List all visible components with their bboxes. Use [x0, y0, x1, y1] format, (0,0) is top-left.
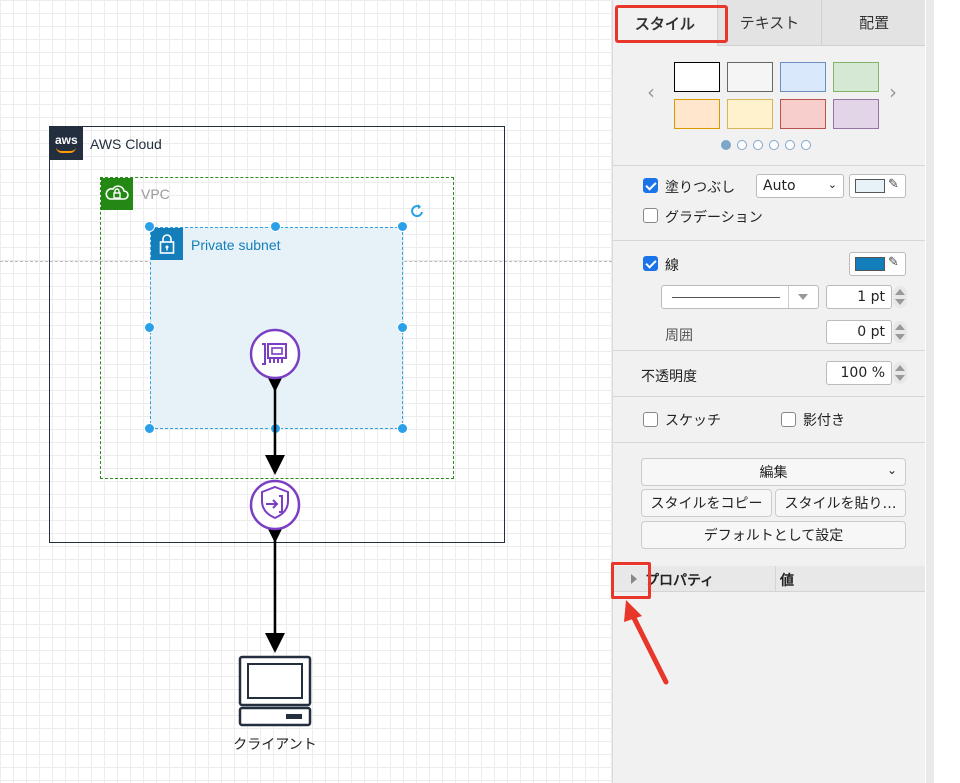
- lock-icon: [151, 228, 183, 260]
- style-actions-section: 編集 ⌄ スタイルをコピー スタイルを貼り… デフォルトとして設定: [613, 443, 926, 563]
- line-width-stepper[interactable]: [893, 285, 907, 309]
- style-swatches: ‹ ›: [613, 46, 926, 166]
- line-pattern-select[interactable]: [661, 285, 819, 309]
- perimeter-label: 周囲: [665, 328, 693, 344]
- properties-highlight-box: [611, 562, 651, 599]
- chevron-down-icon: ⌄: [827, 178, 837, 191]
- client-computer-icon[interactable]: [238, 655, 312, 727]
- format-panel: スタイル テキスト 配置 ‹ › 塗りつぶし Auto ⌄: [612, 0, 927, 783]
- network-interface-icon[interactable]: [249, 328, 301, 380]
- properties-table-header[interactable]: プロパティ 値: [613, 566, 926, 592]
- opacity-section: 不透明度 100 %: [613, 351, 926, 397]
- line-section: 線 ✎ 1 pt 周囲 0 pt: [613, 241, 926, 351]
- resize-handle-nw[interactable]: [144, 221, 155, 232]
- aws-logo-icon: aws: [50, 127, 83, 160]
- shadow-checkbox[interactable]: [781, 412, 796, 427]
- paste-style-button[interactable]: スタイルを貼り…: [775, 489, 906, 517]
- diagram-canvas[interactable]: aws AWS Cloud VPC Private subnet: [0, 0, 612, 783]
- fill-mode-value: Auto: [763, 178, 796, 194]
- eyedropper-icon: ✎: [888, 255, 899, 270]
- style-swatch[interactable]: [780, 99, 826, 129]
- rotate-handle-icon[interactable]: [409, 203, 426, 220]
- red-pointer-arrow-icon: [624, 600, 669, 685]
- style-swatch[interactable]: [833, 99, 879, 129]
- vpc-group[interactable]: VPC: [100, 177, 454, 479]
- page-dot[interactable]: [769, 140, 779, 150]
- chevron-left-icon[interactable]: ‹: [647, 80, 655, 104]
- line-label: 線: [665, 258, 679, 274]
- vpc-label: VPC: [141, 186, 170, 202]
- format-tabs: スタイル テキスト 配置: [613, 0, 927, 46]
- resize-handle-se[interactable]: [397, 423, 408, 434]
- swatch-page-dots: [721, 140, 811, 150]
- style-swatch[interactable]: [674, 99, 720, 129]
- client-label: クライアント: [233, 737, 317, 753]
- tab-arrange[interactable]: 配置: [821, 0, 927, 46]
- aws-logo-text: aws: [55, 133, 78, 147]
- copy-style-button[interactable]: スタイルをコピー: [641, 489, 772, 517]
- gradient-label: グラデーション: [665, 210, 763, 226]
- effects-section: スケッチ 影付き: [613, 397, 926, 443]
- page-dot[interactable]: [801, 140, 811, 150]
- resize-handle-sw[interactable]: [144, 423, 155, 434]
- fill-mode-select[interactable]: Auto ⌄: [756, 174, 844, 198]
- value-column-header: 値: [775, 566, 926, 592]
- perimeter-input[interactable]: 0 pt: [826, 320, 892, 344]
- line-color-button[interactable]: ✎: [849, 252, 906, 276]
- property-column-header: プロパティ: [645, 573, 715, 589]
- edit-style-label: 編集: [759, 465, 788, 481]
- chevron-right-icon[interactable]: ›: [889, 80, 897, 104]
- aws-cloud-label: AWS Cloud: [90, 136, 162, 152]
- edit-style-button[interactable]: 編集 ⌄: [641, 458, 906, 486]
- fill-checkbox[interactable]: [643, 178, 658, 193]
- expand-arrow-icon[interactable]: [631, 574, 637, 584]
- vpc-endpoint-shield-icon[interactable]: [249, 479, 301, 531]
- style-tab-highlight-box: [615, 5, 728, 43]
- style-swatch[interactable]: [674, 62, 720, 92]
- gradient-checkbox[interactable]: [643, 208, 658, 223]
- page-dot[interactable]: [785, 140, 795, 150]
- set-as-default-button[interactable]: デフォルトとして設定: [641, 521, 906, 549]
- resize-handle-w[interactable]: [144, 322, 155, 333]
- eyedropper-icon: ✎: [888, 177, 899, 192]
- style-swatch[interactable]: [833, 62, 879, 92]
- perimeter-stepper[interactable]: [893, 320, 907, 344]
- private-subnet-label: Private subnet: [191, 237, 281, 253]
- fill-color-button[interactable]: ✎: [849, 174, 906, 198]
- vpc-cloud-lock-icon: [101, 178, 133, 210]
- panel-scrollbar[interactable]: [925, 0, 960, 783]
- shadow-label: 影付き: [803, 413, 845, 429]
- sketch-label: スケッチ: [665, 413, 721, 429]
- resize-handle-e[interactable]: [397, 322, 408, 333]
- chevron-down-icon: ⌄: [886, 463, 897, 477]
- resize-handle-n[interactable]: [270, 221, 281, 232]
- style-swatch[interactable]: [780, 62, 826, 92]
- page-dot[interactable]: [753, 140, 763, 150]
- style-swatch[interactable]: [727, 62, 773, 92]
- line-width-input[interactable]: 1 pt: [826, 285, 892, 309]
- fill-section: 塗りつぶし Auto ⌄ ✎ グラデーション: [613, 166, 926, 241]
- tab-text[interactable]: テキスト: [716, 0, 822, 46]
- page-dot[interactable]: [737, 140, 747, 150]
- style-swatch[interactable]: [727, 99, 773, 129]
- line-checkbox[interactable]: [643, 256, 658, 271]
- opacity-label: 不透明度: [641, 369, 697, 385]
- opacity-stepper[interactable]: [893, 361, 907, 385]
- resize-handle-ne[interactable]: [397, 221, 408, 232]
- fill-label: 塗りつぶし: [665, 180, 736, 196]
- chevron-down-icon: [798, 294, 808, 300]
- page-dot[interactable]: [721, 140, 731, 150]
- sketch-checkbox[interactable]: [643, 412, 658, 427]
- opacity-input[interactable]: 100 %: [826, 361, 892, 385]
